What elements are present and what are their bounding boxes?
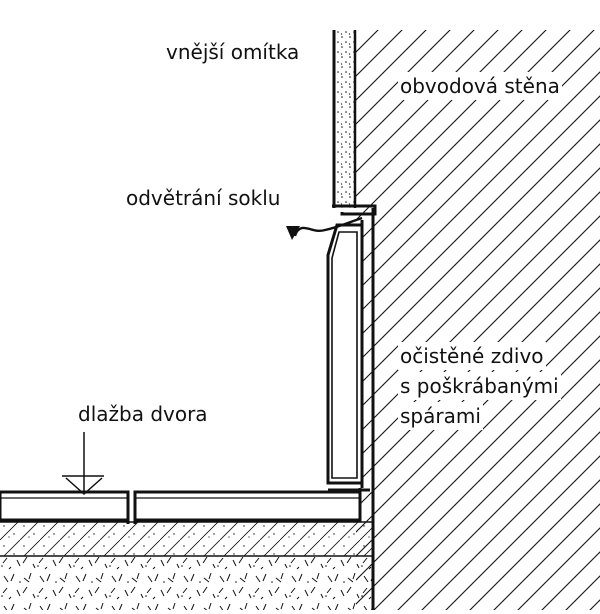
perimeter-wall — [356, 30, 600, 610]
label-plinth-ventilation: odvětrání soklu — [126, 186, 281, 210]
sub-base — [0, 557, 373, 610]
label-cleaned-masonry-1: očistěné zdivo — [398, 342, 546, 370]
label-cleaned-masonry-3: spárami — [398, 402, 483, 430]
label-external-plaster: vnější omítka — [166, 40, 300, 64]
paving-slabs — [0, 488, 370, 524]
external-plaster — [332, 30, 357, 208]
paving-leader — [62, 432, 104, 496]
label-cleaned-masonry-2: s poškrábanými — [398, 372, 561, 400]
gravel-bedding — [0, 521, 373, 557]
label-perimeter-wall: obvodová stěna — [398, 72, 562, 100]
plinth-panel — [326, 220, 364, 488]
plinth-cap — [332, 204, 377, 216]
label-courtyard-paving: dlažba dvora — [78, 402, 208, 426]
ventilation-arrow — [286, 216, 363, 240]
